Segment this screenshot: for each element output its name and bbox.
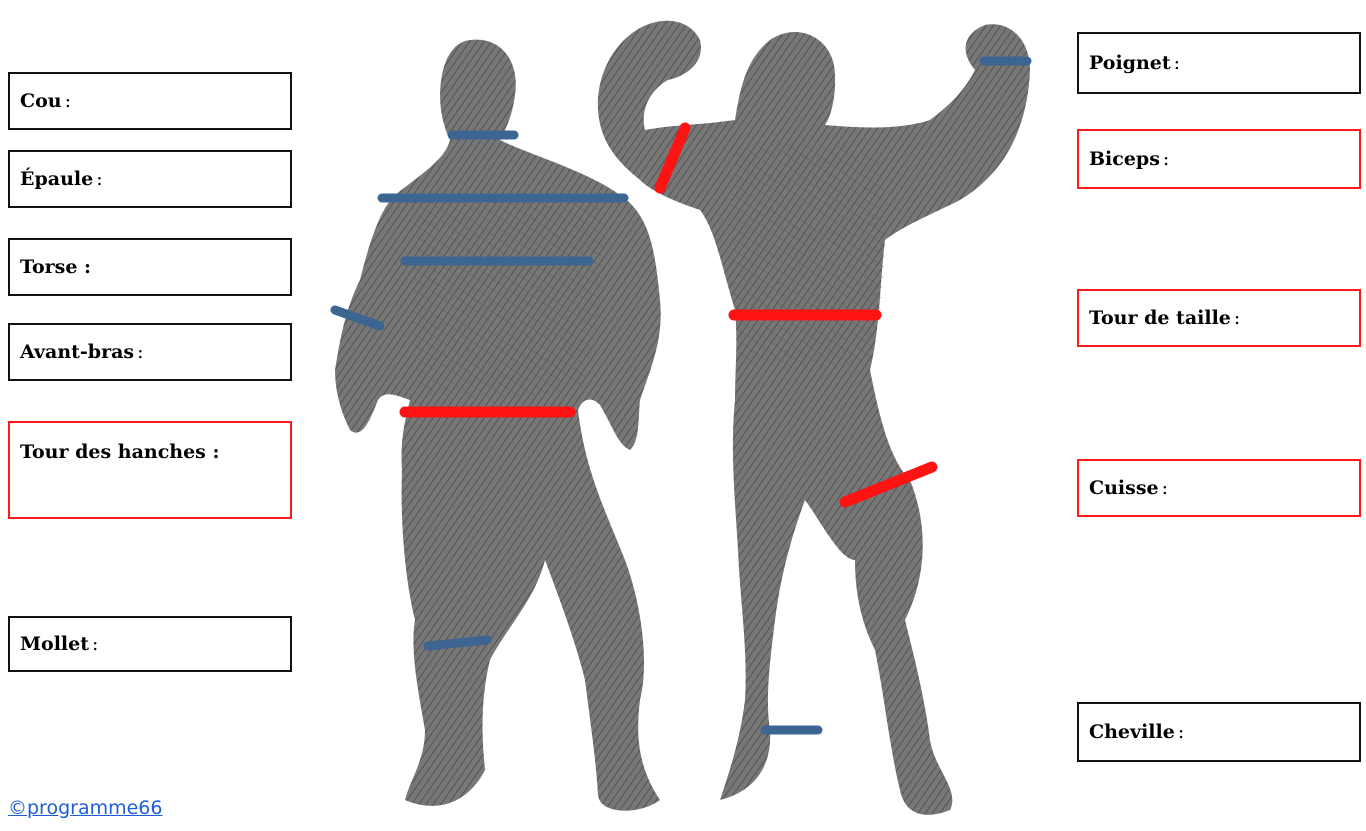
label-box-epaule: Épaule : xyxy=(8,150,292,208)
label-box-avant-bras: Avant-bras : xyxy=(8,323,292,381)
label-cheville-sep: : xyxy=(1178,721,1184,743)
label-tour-taille-sep: : xyxy=(1234,307,1240,329)
label-biceps-sep: : xyxy=(1163,148,1169,170)
label-poignet: Poignet xyxy=(1089,52,1171,74)
front-figure-silhouette xyxy=(598,21,1030,815)
label-box-torse: Torse : xyxy=(8,238,292,296)
marker-mollet xyxy=(428,640,487,646)
label-avant-bras: Avant-bras xyxy=(20,341,134,363)
front-view-figure xyxy=(598,21,1030,815)
label-box-tour-taille: Tour de taille : xyxy=(1077,289,1361,347)
label-cou-sep: : xyxy=(65,90,71,112)
label-tour-hanches: Tour des hanches : xyxy=(20,441,220,463)
label-box-cheville: Cheville : xyxy=(1077,702,1361,762)
label-biceps: Biceps xyxy=(1089,148,1160,170)
label-cheville: Cheville xyxy=(1089,721,1175,743)
label-box-mollet: Mollet : xyxy=(8,616,292,672)
label-box-poignet: Poignet : xyxy=(1077,32,1361,94)
label-torse: Torse : xyxy=(20,256,91,278)
label-tour-taille: Tour de taille xyxy=(1089,307,1231,329)
back-view-figure xyxy=(335,40,661,811)
label-cou: Cou xyxy=(20,90,62,112)
label-box-biceps: Biceps : xyxy=(1077,129,1361,189)
label-mollet-sep: : xyxy=(92,633,98,655)
label-epaule: Épaule xyxy=(20,168,93,190)
label-box-tour-hanches: Tour des hanches : xyxy=(8,421,292,519)
label-epaule-sep: : xyxy=(96,168,102,190)
label-box-cou: Cou : xyxy=(8,72,292,130)
front-figure-shading xyxy=(731,143,885,367)
back-figure-silhouette xyxy=(335,40,661,811)
label-cuisse-sep: : xyxy=(1162,477,1168,499)
label-avant-bras-sep: : xyxy=(137,341,143,363)
label-box-cuisse: Cuisse : xyxy=(1077,459,1361,517)
back-figure-shading xyxy=(413,193,604,397)
label-poignet-sep: : xyxy=(1174,52,1180,74)
label-cuisse: Cuisse xyxy=(1089,477,1159,499)
credit-link[interactable]: ©programme66 xyxy=(8,797,162,819)
label-mollet: Mollet xyxy=(20,633,89,655)
